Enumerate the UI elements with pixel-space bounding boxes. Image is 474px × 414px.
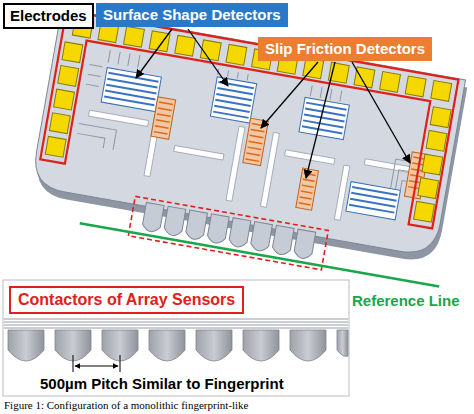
reference-label-text: Reference Line [352,292,460,310]
caption-text: Figure 1: Configuration of a monolithic … [4,399,248,412]
label-box: Electrodes [3,3,94,29]
figure-caption: Figure 1: Configuration of a monolithic … [4,399,248,412]
label-text: Contactors of Array Sensors [18,289,235,311]
label-text: Electrodes [10,6,87,26]
label-text: Surface Shape Detectors [103,5,281,25]
pitch-label: 500µm Pitch Similar to Fingerprint [40,375,284,393]
label-box: Slip Friction Detectors [258,37,432,61]
reference-label: Reference Line [352,292,460,310]
label-text: Slip Friction Detectors [265,39,425,59]
pitch-label-text: 500µm Pitch Similar to Fingerprint [40,375,284,393]
label-box: Contactors of Array Sensors [9,286,244,314]
label-box: Surface Shape Detectors [96,3,288,27]
